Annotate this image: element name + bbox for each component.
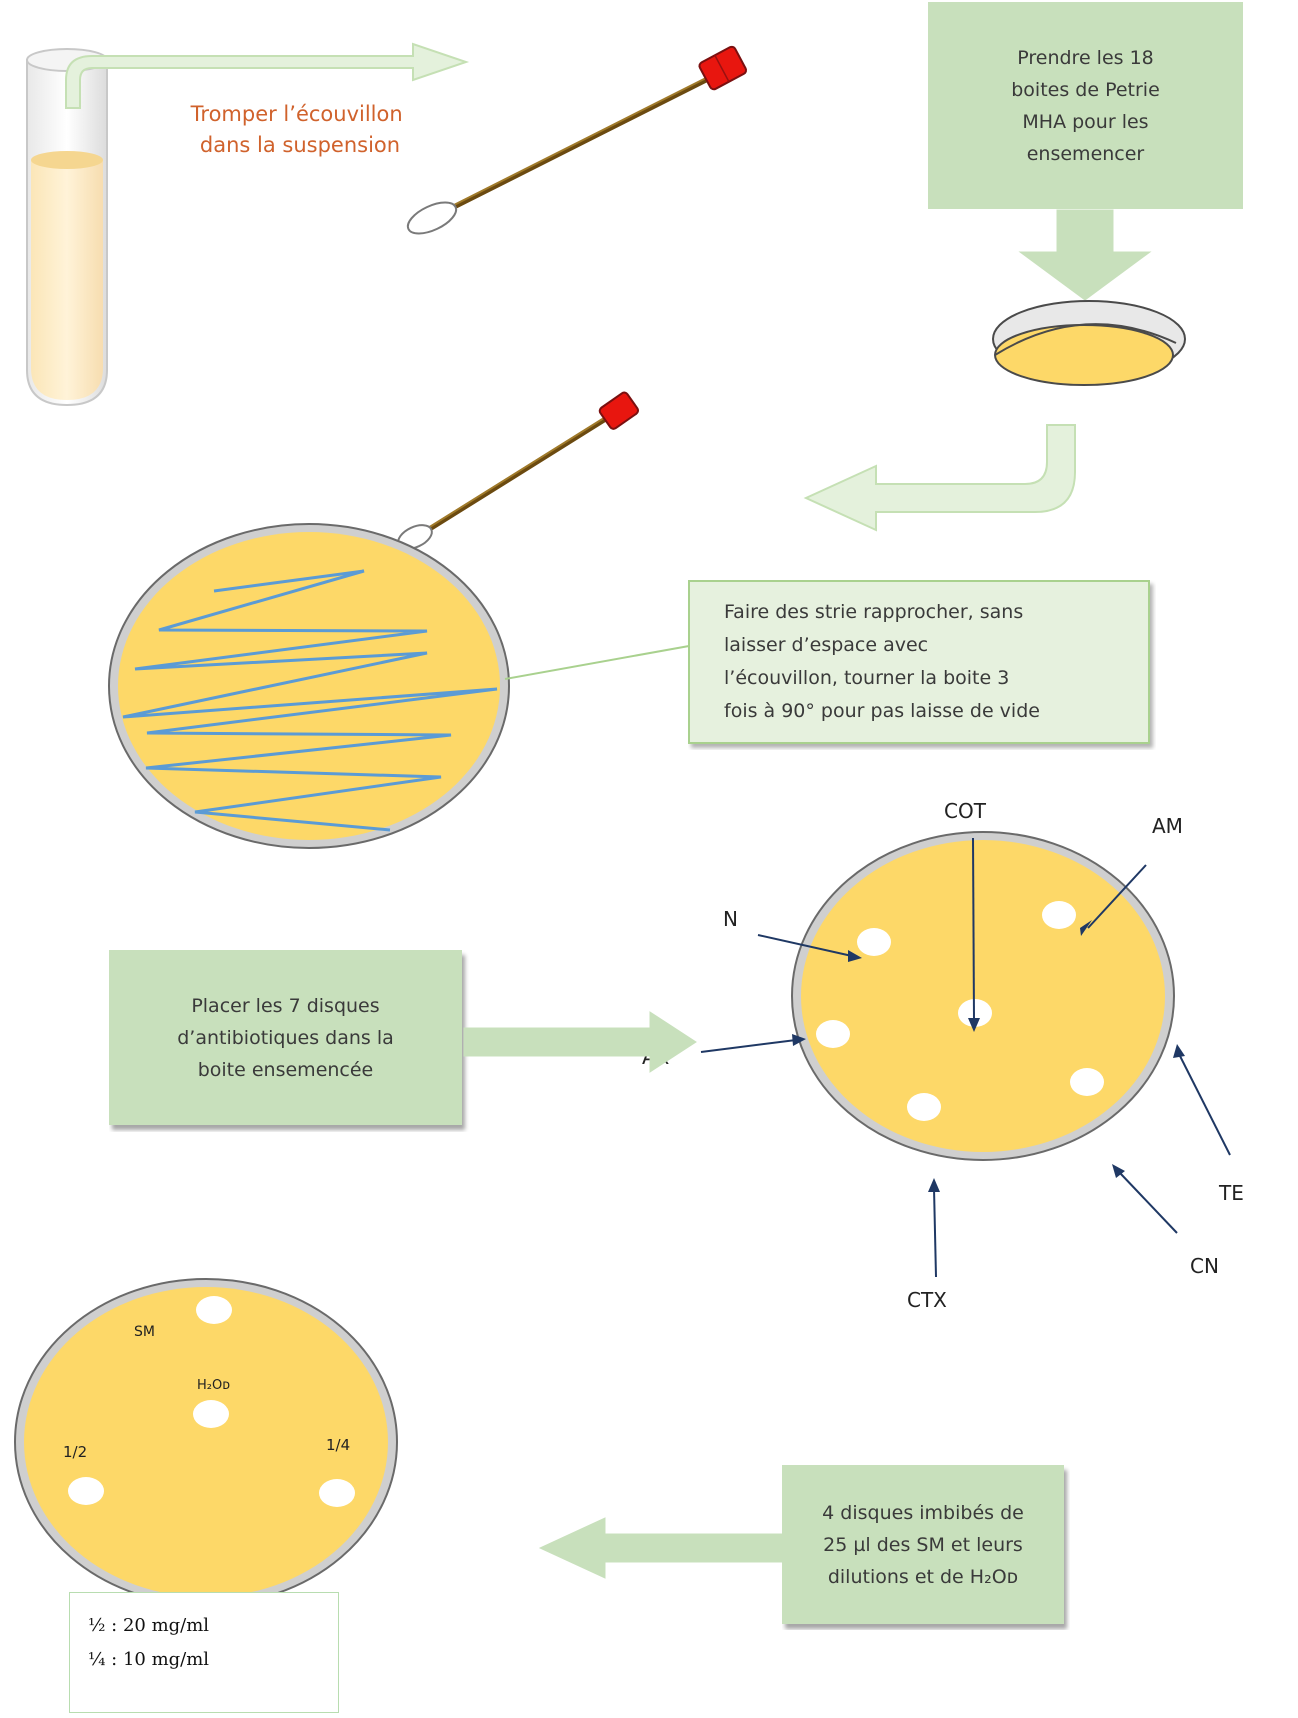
label-cn: CN	[1190, 1254, 1219, 1278]
step1-label: Tromper l’écouvillon dans la suspension	[190, 102, 410, 157]
label-cot: COT	[944, 799, 987, 823]
label-am: AM	[1152, 814, 1183, 838]
right-arrow	[464, 1012, 696, 1072]
disk-cn	[1070, 1068, 1104, 1096]
label-ctx: CTX	[907, 1288, 947, 1312]
dip-arrow	[66, 44, 466, 108]
label-quarter: 1/4	[326, 1436, 350, 1454]
disk-h2o	[193, 1400, 229, 1428]
step4-box-text: Placer les 7 disques d’antibiotiques dan…	[177, 990, 394, 1086]
swab-icon	[403, 45, 747, 239]
connector-line	[505, 646, 689, 679]
down-arrow	[1020, 210, 1150, 300]
label-h2o: H₂Oᴅ	[197, 1378, 230, 1393]
disk-n	[857, 928, 891, 956]
label-sm: SM	[134, 1324, 155, 1340]
step2-box-wrap: Prendre les 18 boites de Petrie MHA pour…	[928, 2, 1243, 209]
label-te: TE	[1218, 1181, 1244, 1205]
disk-am	[1042, 901, 1076, 929]
uturn-arrow	[806, 425, 1075, 530]
label-half: 1/2	[63, 1443, 87, 1461]
disk-half	[68, 1477, 104, 1505]
left-arrow	[540, 1518, 782, 1578]
petri-dish-icon	[993, 301, 1185, 385]
legend-line-1: ½ : 20 mg/ml	[88, 1609, 338, 1643]
step3-box-text: Faire des strie rapprocher, sans laisser…	[724, 596, 1040, 728]
step5-box-text: 4 disques imbibés de 25 µl des SM et leu…	[822, 1497, 1024, 1593]
step2-box-text: Prendre les 18 boites de Petrie MHA pour…	[1011, 42, 1160, 170]
step3-box-wrap: Faire des strie rapprocher, sans laisser…	[688, 580, 1156, 750]
streaked-plate	[109, 524, 509, 848]
disk-ax	[816, 1020, 850, 1048]
disk-quarter	[319, 1479, 355, 1507]
label-n: N	[723, 907, 738, 931]
antibiotic-plate	[792, 832, 1174, 1160]
step5-box-wrap: 4 disques imbibés de 25 µl des SM et leu…	[782, 1465, 1070, 1630]
dilution-legend: ½ : 20 mg/ml ¼ : 10 mg/ml	[69, 1592, 339, 1713]
legend-line-2: ¼ : 10 mg/ml	[88, 1643, 338, 1677]
disk-sm	[196, 1296, 232, 1324]
swab-icon-2	[394, 391, 639, 554]
step4-box-wrap: Placer les 7 disques d’antibiotiques dan…	[109, 950, 469, 1132]
disk-ctx	[907, 1093, 941, 1121]
